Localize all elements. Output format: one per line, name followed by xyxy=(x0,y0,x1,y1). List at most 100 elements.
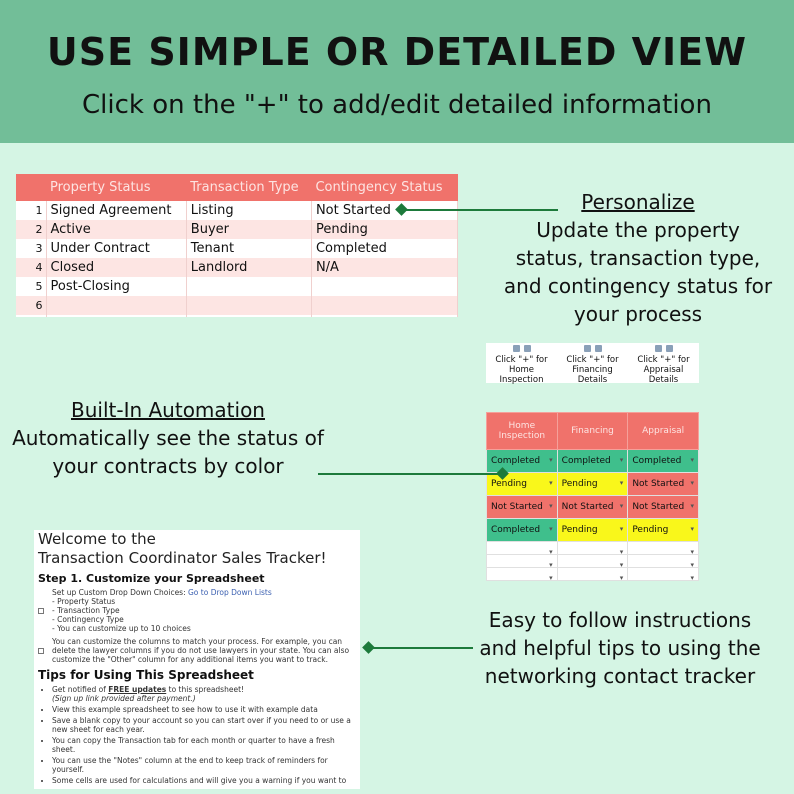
status-dropdown[interactable] xyxy=(486,541,558,557)
table-cell[interactable]: Completed xyxy=(311,239,458,258)
tip: You can use the "Notes" column at the en… xyxy=(52,756,356,774)
status-dropdown[interactable]: Pending xyxy=(556,518,629,542)
automation-callout: Built-In Automation Automatically see th… xyxy=(10,396,326,480)
status-dropdown[interactable]: Pending xyxy=(627,518,699,542)
col-header: Appraisal xyxy=(627,412,699,450)
status-dropdown[interactable]: Not Started xyxy=(627,472,699,496)
instruction-text: You can customize the columns to match y… xyxy=(52,637,350,664)
tip-text: to this spreadsheet! xyxy=(166,685,245,694)
table-cell[interactable]: 2 xyxy=(16,220,47,239)
setup-item: - Contingency Type xyxy=(52,615,124,624)
drop-down-link[interactable]: Go to Drop Down Lists xyxy=(188,588,272,597)
table-cell[interactable]: 1 xyxy=(16,201,47,220)
table-row: CompletedPendingPending xyxy=(486,518,699,542)
table-cell[interactable]: Active xyxy=(46,220,187,239)
table-cell[interactable]: N/A xyxy=(311,258,458,277)
status-dropdown[interactable]: Completed xyxy=(556,449,629,473)
status-dropdown[interactable]: Completed xyxy=(627,449,699,473)
hint[interactable]: Click "+" for Appraisal Details xyxy=(628,343,699,385)
table-cell[interactable]: Tenant xyxy=(186,239,312,258)
status-dropdown[interactable] xyxy=(627,567,699,583)
table-cell[interactable] xyxy=(311,296,458,315)
col-header: Financing xyxy=(556,412,629,450)
table-cell[interactable]: 6 xyxy=(16,296,47,315)
status-dropdown[interactable]: Not Started xyxy=(627,495,699,519)
banner: USE SIMPLE OR DETAILED VIEW Click on the… xyxy=(0,0,794,143)
setup-text: Set up Custom Drop Down Choices: xyxy=(52,588,188,597)
hint-text: Click "+" for Home Inspection xyxy=(495,355,548,385)
tip: Get notified of FREE updates to this spr… xyxy=(52,685,356,703)
tip-text: Get notified of xyxy=(52,685,109,694)
table-cell[interactable]: Under Contract xyxy=(46,239,187,258)
expand-icon xyxy=(654,345,662,352)
col-header: Property Status xyxy=(46,174,187,201)
setup-item: - Property Status xyxy=(52,597,116,606)
status-dropdown[interactable]: Pending xyxy=(556,472,629,496)
tip: Save a blank copy to your account so you… xyxy=(52,716,356,734)
hint[interactable]: Click "+" for Financing Details xyxy=(557,343,628,385)
pointer-line xyxy=(402,209,558,211)
table-cell[interactable]: Listing xyxy=(186,201,312,220)
table-cell[interactable] xyxy=(311,277,458,296)
table-cell[interactable]: 4 xyxy=(16,258,47,277)
checkbox[interactable] xyxy=(38,647,44,654)
tip: View this example spreadsheet to see how… xyxy=(52,705,356,714)
status-dropdown[interactable]: Not Started xyxy=(486,495,558,519)
table-cell[interactable] xyxy=(186,315,312,317)
table-cell[interactable]: Not Started xyxy=(311,201,458,220)
banner-subtitle: Click on the "+" to add/edit detailed in… xyxy=(82,90,712,120)
status-dropdown[interactable]: Not Started xyxy=(556,495,629,519)
callout-title: Personalize xyxy=(581,190,695,214)
status-dropdown[interactable]: Pending xyxy=(486,472,558,496)
status-dropdown[interactable] xyxy=(556,567,629,583)
status-dropdown[interactable] xyxy=(556,554,629,570)
table-cell[interactable]: Closed xyxy=(46,258,187,277)
table-row: 7 xyxy=(16,315,458,317)
status-dropdown[interactable] xyxy=(627,554,699,570)
checkbox[interactable] xyxy=(38,607,44,614)
hint-text: Click "+" for Financing Details xyxy=(566,355,619,385)
col-header: Transaction Type xyxy=(186,174,312,201)
table-row: 6 xyxy=(16,296,458,315)
table-cell[interactable] xyxy=(46,315,187,317)
status-dropdown[interactable] xyxy=(486,567,558,583)
table-cell[interactable]: Signed Agreement xyxy=(46,201,187,220)
personalize-callout: Personalize Update the property status, … xyxy=(500,188,776,328)
table-row: CompletedCompletedCompleted xyxy=(486,449,699,473)
section-heading: Tips for Using This Spreadsheet xyxy=(38,668,254,682)
expand-icon xyxy=(512,345,520,352)
table-cell[interactable]: Post-Closing xyxy=(46,277,187,296)
tip-note: (Sign up link provided after payment.) xyxy=(52,694,196,703)
table-cell[interactable]: 3 xyxy=(16,239,47,258)
tip: You can copy the Transaction tab for eac… xyxy=(52,736,356,754)
status-dropdown[interactable] xyxy=(486,554,558,570)
pointer-line xyxy=(369,647,473,649)
table-cell[interactable] xyxy=(311,315,458,317)
table-cell[interactable] xyxy=(186,277,312,296)
status-dropdown[interactable] xyxy=(627,541,699,557)
status-dropdown[interactable]: Completed xyxy=(486,449,558,473)
hint-text: Click "+" for Appraisal Details xyxy=(637,355,690,385)
status-dropdown[interactable]: Completed xyxy=(486,518,558,542)
setup-item: - You can customize up to 10 choices xyxy=(52,624,191,633)
hint[interactable]: Click "+" for Home Inspection xyxy=(486,343,557,385)
table-row: PendingPendingNot Started xyxy=(486,472,699,496)
empty-row xyxy=(486,541,699,557)
table-cell[interactable] xyxy=(46,296,187,315)
table-cell[interactable]: Pending xyxy=(311,220,458,239)
table-cell[interactable]: 5 xyxy=(16,277,47,296)
table-cell[interactable]: Landlord xyxy=(186,258,312,277)
expand-icon xyxy=(583,345,591,352)
status-dropdown[interactable] xyxy=(556,541,629,557)
collapse-icon xyxy=(594,345,602,352)
table-cell[interactable] xyxy=(186,296,312,315)
free-updates-text: FREE updates xyxy=(108,685,167,694)
table-cell[interactable]: 7 xyxy=(16,315,47,317)
table-cell[interactable]: Buyer xyxy=(186,220,312,239)
section-heading: Step 1. Customize your Spreadsheet xyxy=(38,572,265,585)
tip: Some cells are used for calculations and… xyxy=(52,776,356,785)
